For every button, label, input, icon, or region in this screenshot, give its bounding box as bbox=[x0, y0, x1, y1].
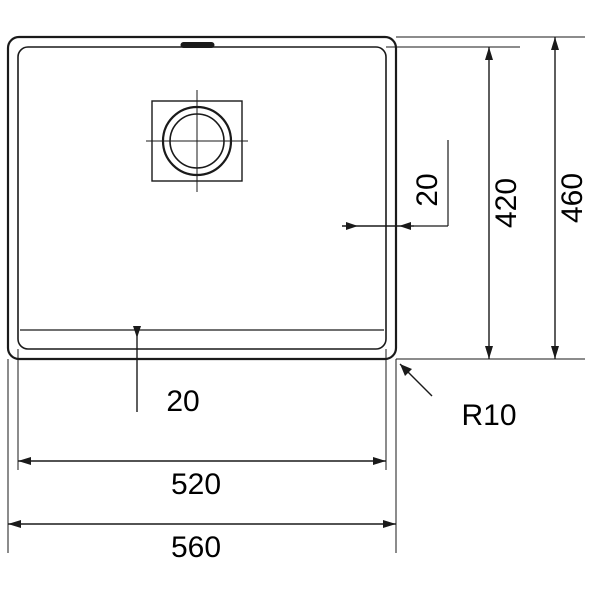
arrowhead-corner-radius bbox=[400, 364, 412, 376]
arrowhead-bowl-width-right bbox=[373, 457, 386, 465]
arrowhead-bowl-height-bottom bbox=[485, 346, 493, 359]
arrowhead-rim-right-right bbox=[399, 222, 411, 230]
dim-label-bowl-height: 420 bbox=[490, 178, 523, 228]
dim-label-overall-height: 460 bbox=[556, 173, 589, 223]
arrowhead-overall-height-bottom bbox=[551, 346, 559, 359]
dimension-overall-width: 560 bbox=[8, 520, 396, 564]
dim-label-bowl-width: 520 bbox=[171, 468, 221, 501]
dim-label-rim-bottom: 20 bbox=[166, 385, 199, 418]
arrowhead-bowl-height-top bbox=[485, 47, 493, 60]
arrowhead-rim-bottom-top bbox=[133, 326, 141, 338]
arrowhead-rim-right-left bbox=[346, 222, 358, 230]
overflow-slot bbox=[180, 42, 215, 48]
extension-lines-group bbox=[7, 36, 585, 553]
callout-corner-radius: R10 bbox=[399, 363, 517, 432]
dimension-bowl-height: 420 bbox=[485, 47, 523, 359]
arrowhead-overall-height-top bbox=[551, 37, 559, 50]
sink-outer-rim bbox=[6, 35, 398, 361]
dimension-overall-height: 460 bbox=[551, 37, 589, 359]
dimension-rim-bottom: 20 bbox=[133, 326, 200, 418]
arrowhead-bowl-width-left bbox=[18, 457, 31, 465]
drain-assembly-group bbox=[146, 90, 248, 192]
dimension-rim-right: 20 bbox=[342, 140, 449, 230]
dimension-bowl-width: 520 bbox=[18, 457, 386, 501]
dim-label-rim-right: 20 bbox=[411, 173, 444, 206]
dim-label-overall-width: 560 bbox=[171, 531, 221, 564]
sink-inner-bowl bbox=[17, 46, 387, 350]
arrowhead-overall-width-right bbox=[383, 520, 396, 528]
dim-label-corner-radius: R10 bbox=[461, 399, 516, 432]
sink-outline-group bbox=[6, 35, 398, 361]
arrowhead-overall-width-left bbox=[8, 520, 21, 528]
